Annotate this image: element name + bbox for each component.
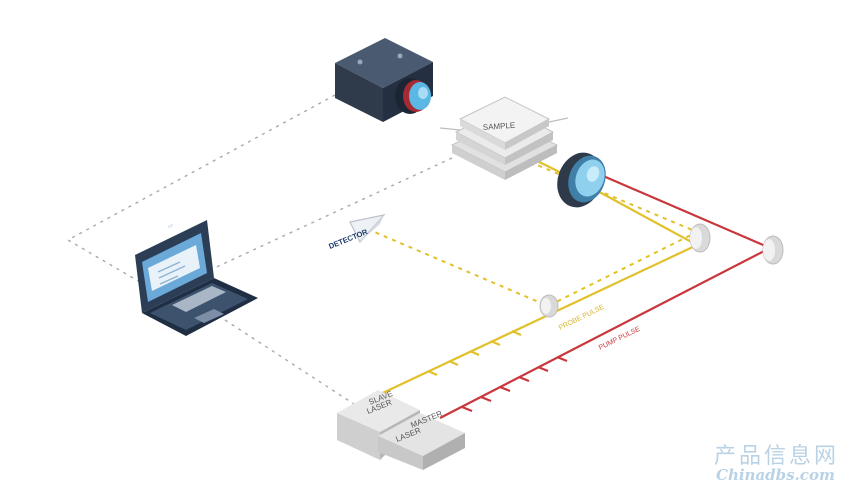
- mirror-detector: [539, 294, 559, 318]
- probe-return-dotted: [364, 161, 700, 308]
- pump-tick-6: [556, 355, 568, 363]
- sample-stage: [439, 96, 569, 180]
- probe-tick-3: [469, 349, 480, 357]
- focusing-lens-icon: [557, 152, 606, 208]
- pump-tick-4: [518, 375, 530, 383]
- probe-tick-2: [448, 359, 459, 367]
- pump-tick-2: [480, 395, 492, 403]
- watermark-cn: 产品信息网: [714, 444, 840, 469]
- pump-tick-3: [499, 385, 511, 393]
- mirror-pump: [762, 235, 784, 265]
- dotted-links: [66, 94, 453, 409]
- master-laser-box: [378, 413, 465, 470]
- probe-tick-4: [490, 339, 501, 347]
- pump-tick-5: [537, 365, 549, 373]
- laptop-to-laser-link: [224, 319, 361, 409]
- camera-icon: [335, 38, 433, 122]
- detector-icon: [349, 214, 386, 244]
- sample-label: SAMPLE: [483, 121, 516, 132]
- sample-to-laptop-link: [209, 157, 453, 271]
- probe-return-path: [364, 161, 700, 308]
- pump-pulse-label: PUMP PULSE: [598, 326, 642, 352]
- probe-beam-main: [371, 187, 700, 399]
- probe-beam: [371, 154, 700, 399]
- pump-tick-1: [461, 405, 473, 413]
- watermark-en: Chinadbs.com: [716, 466, 835, 484]
- mirror-probe: [689, 223, 711, 253]
- probe-tick-5: [511, 329, 522, 337]
- pump-beam-main: [439, 170, 773, 419]
- probe-tick-1: [427, 369, 438, 377]
- pump-beam: [439, 170, 773, 419]
- laptop-icon: [135, 220, 258, 336]
